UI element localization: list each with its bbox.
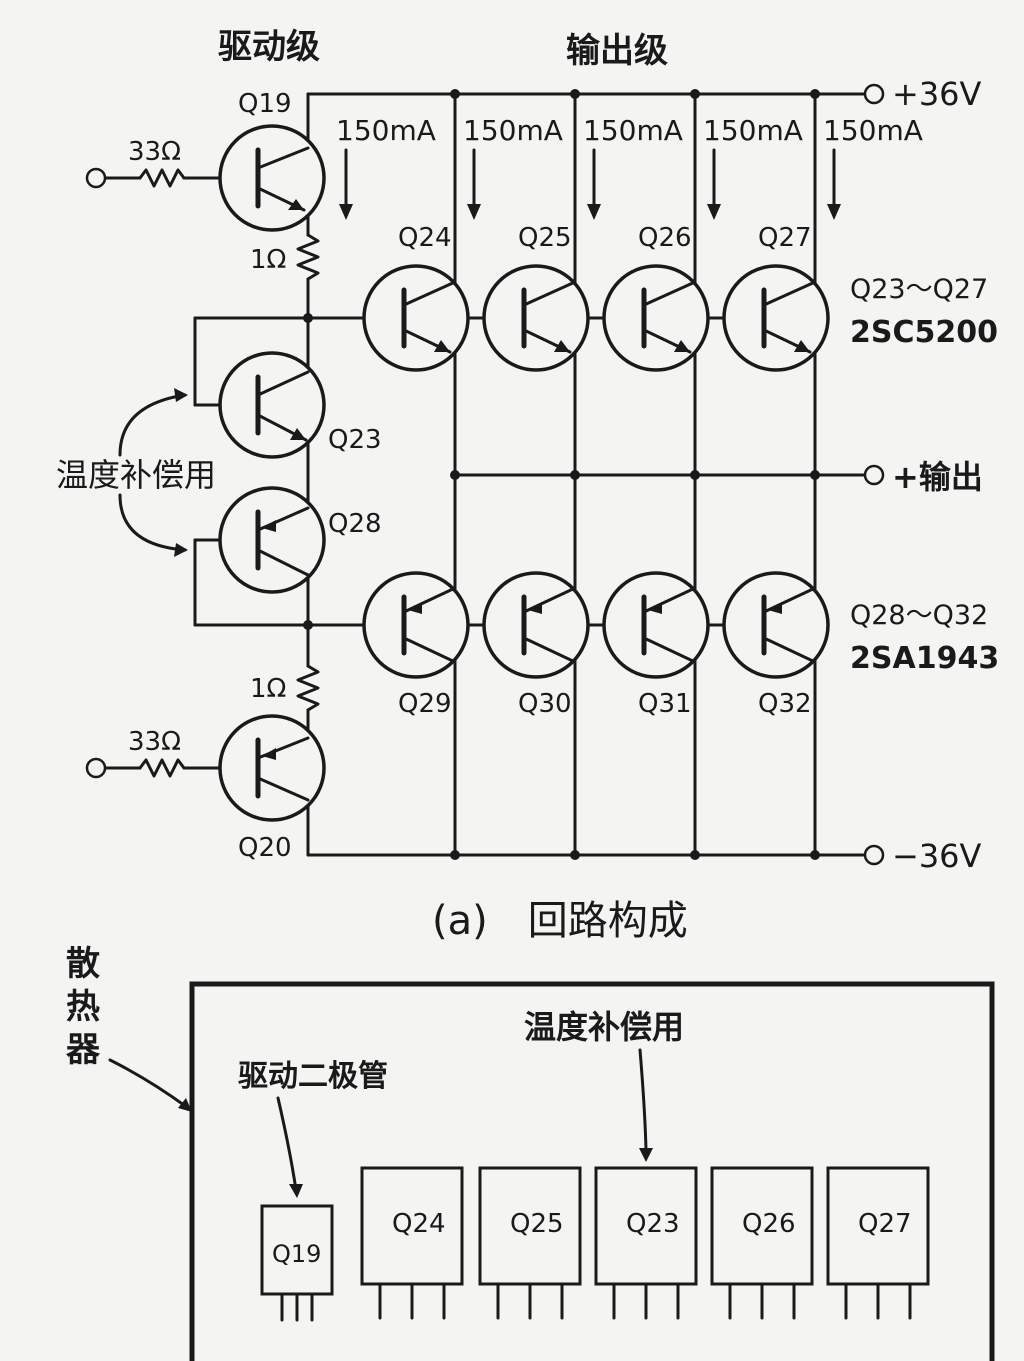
temp-comp-label: 温度补偿用 <box>56 456 216 494</box>
package-q19-label: Q19 <box>272 1240 321 1268</box>
q26-label: Q26 <box>638 223 692 253</box>
r-emitter-top-label: 1Ω <box>250 245 286 275</box>
q30-label: Q30 <box>518 689 572 719</box>
q27-label: Q27 <box>758 223 812 253</box>
transistor-q29 <box>362 571 470 679</box>
package-q27: Q27 <box>826 1166 930 1320</box>
caption: (a) 回路构成 <box>432 898 688 944</box>
transistor-q20 <box>218 714 326 822</box>
vpos-label: +36V <box>892 75 982 113</box>
package-q23-label: Q23 <box>626 1209 680 1239</box>
circuit-labels: 驱动级 输出级 +36V +输出 −36V 150mA 150mA 150mA … <box>56 27 999 944</box>
r-emitter-bottom-label: 1Ω <box>250 674 286 704</box>
package-q19: Q19 <box>260 1204 334 1322</box>
heatsink-label-1: 散 <box>66 944 100 984</box>
driver-stage-label: 驱动级 <box>218 27 320 67</box>
q31-label: Q31 <box>638 689 692 719</box>
pnp-range-label: Q28～Q32 <box>850 600 988 631</box>
q32-label: Q32 <box>758 689 812 719</box>
transistor-q32 <box>722 571 830 679</box>
output-stage-label: 输出级 <box>566 31 668 71</box>
npn-range-label: Q23～Q27 <box>850 274 988 305</box>
npn-part-label: 2SC5200 <box>850 315 998 350</box>
junction-dots <box>303 89 820 860</box>
transistor-q19 <box>218 124 326 232</box>
input-terminal-bottom <box>85 757 107 779</box>
current-label-2: 150mA <box>463 114 563 147</box>
drive-diode-label: 驱动二极管 <box>238 1059 388 1094</box>
r-base-bottom-label: 33Ω <box>128 727 181 757</box>
current-label-1: 150mA <box>336 114 436 147</box>
current-label-4: 150mA <box>703 114 803 147</box>
package-q24: Q24 <box>360 1166 464 1320</box>
terminals <box>85 83 885 866</box>
temp-comp-arrows <box>118 388 188 557</box>
package-q25-label: Q25 <box>510 1209 564 1239</box>
heatsink-label-3: 器 <box>66 1030 101 1070</box>
vneg-label: −36V <box>892 837 982 875</box>
transistor-q26 <box>602 264 710 372</box>
pnp-part-label: 2SA1943 <box>850 641 999 676</box>
current-label-3: 150mA <box>583 114 683 147</box>
package-q25: Q25 <box>478 1166 582 1320</box>
heatsink-outline <box>189 981 995 1361</box>
transistor-q28 <box>218 486 326 594</box>
q25-label: Q25 <box>518 223 572 253</box>
q19-label: Q19 <box>238 89 292 119</box>
q24-label: Q24 <box>398 223 452 253</box>
heatsink-section: 散 热 器 驱动二极管 温度补偿用 Q19 Q24 <box>66 944 995 1361</box>
vpos-terminal <box>863 83 885 105</box>
transistor-q24 <box>362 264 470 372</box>
transistor-q25 <box>482 264 590 372</box>
q20-label: Q20 <box>238 833 292 863</box>
package-q26: Q26 <box>710 1166 814 1320</box>
heatsink-label-2: 热 <box>66 987 100 1027</box>
transistor-q27 <box>722 264 830 372</box>
input-terminal-top <box>85 167 107 189</box>
vneg-terminal <box>863 844 885 866</box>
transistor-q30 <box>482 571 590 679</box>
package-q27-label: Q27 <box>858 1209 912 1239</box>
q28-label: Q28 <box>328 509 382 539</box>
transistor-q23 <box>218 351 326 459</box>
package-q23: Q23 <box>594 1166 698 1320</box>
transistor-q31 <box>602 571 710 679</box>
package-q26-label: Q26 <box>742 1209 796 1239</box>
current-label-5: 150mA <box>823 114 923 147</box>
q29-label: Q29 <box>398 689 452 719</box>
wiring <box>104 92 868 857</box>
q23-label: Q23 <box>328 425 382 455</box>
temp-comp-label-2: 温度补偿用 <box>524 1008 684 1046</box>
current-arrows <box>339 148 841 220</box>
r-base-top-label: 33Ω <box>128 137 181 167</box>
output-terminal <box>863 464 885 486</box>
package-q24-label: Q24 <box>392 1209 446 1239</box>
output-label: +输出 <box>892 458 983 496</box>
